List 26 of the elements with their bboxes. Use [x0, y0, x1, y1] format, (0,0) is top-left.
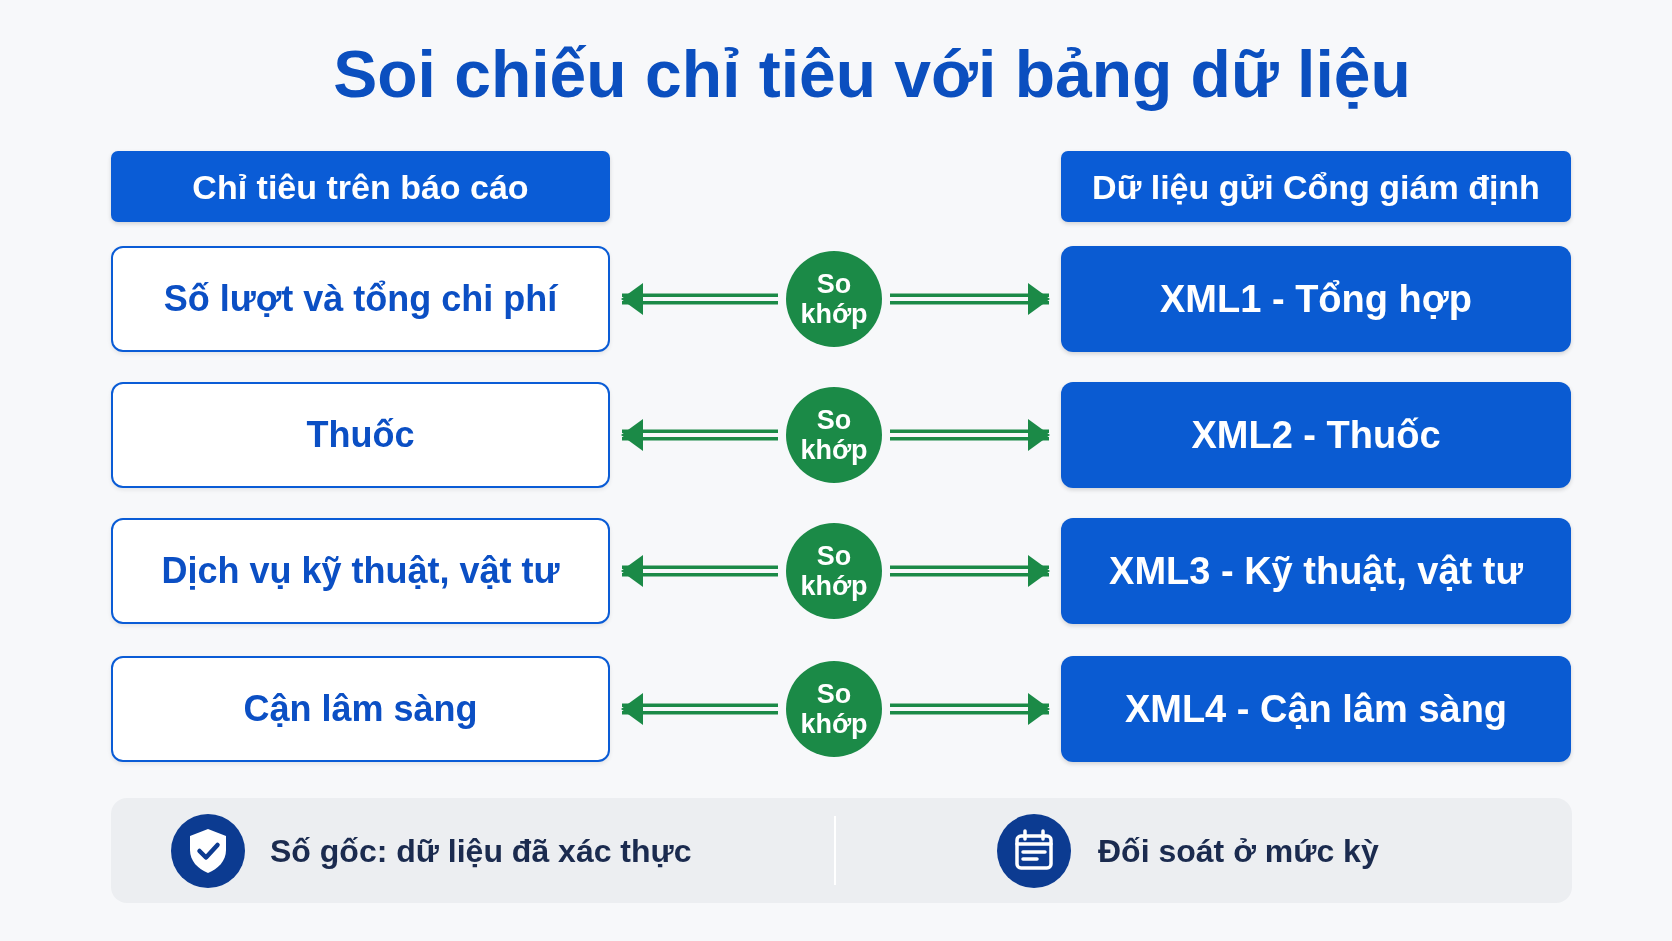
data-file-box: XML2 - Thuốc [1061, 382, 1571, 488]
report-item-box: Dịch vụ kỹ thuật, vật tư [111, 518, 610, 624]
data-file-box: XML3 - Kỹ thuật, vật tư [1061, 518, 1571, 624]
info-band [111, 798, 1572, 903]
double-arrow [621, 693, 778, 725]
title: Soi chiếu chỉ tiêu với bảng dữ liệu [332, 36, 1412, 113]
info-text: Số gốc: dữ liệu đã xác thực [270, 831, 692, 871]
double-arrow [621, 555, 778, 587]
double-arrow [890, 693, 1050, 725]
double-arrow [890, 283, 1050, 315]
match-circle: So khớp [786, 251, 882, 347]
data-file-box: XML1 - Tổng hợp [1061, 246, 1571, 352]
double-arrow [621, 283, 778, 315]
match-circle: So khớp [786, 523, 882, 619]
match-circle: So khớp [786, 661, 882, 757]
report-item-box: Cận lâm sàng [111, 656, 610, 762]
double-arrow [890, 555, 1050, 587]
double-arrow [621, 419, 778, 451]
report-item-box: Thuốc [111, 382, 610, 488]
column-header: Dữ liệu gửi Cổng giám định [1061, 151, 1571, 222]
match-circle: So khớp [786, 387, 882, 483]
info-text: Đối soát ở mức kỳ [1098, 831, 1379, 871]
column-header: Chỉ tiêu trên báo cáo [111, 151, 610, 222]
double-arrow [890, 419, 1050, 451]
report-item-box: Số lượt và tổng chi phí [111, 246, 610, 352]
data-file-box: XML4 - Cận lâm sàng [1061, 656, 1571, 762]
